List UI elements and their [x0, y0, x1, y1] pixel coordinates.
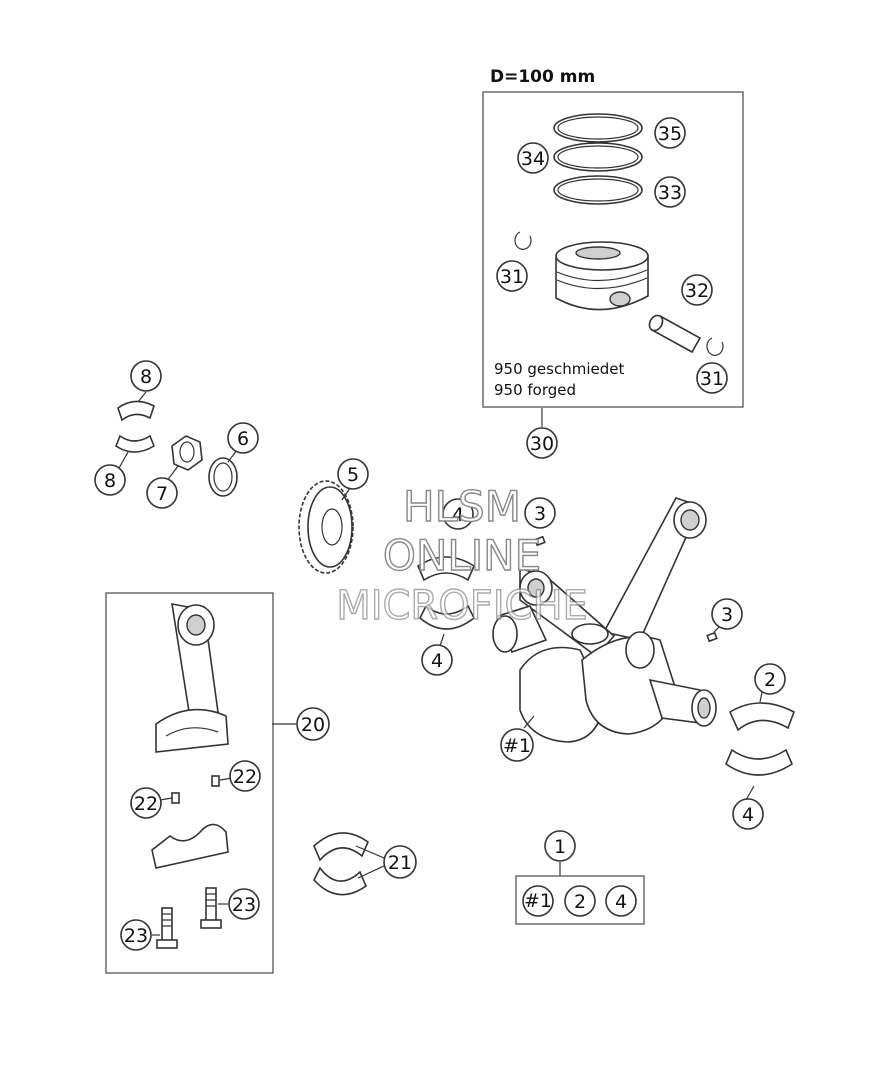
kit-item-4: 4: [605, 885, 637, 917]
conrod-bearing-cap: [151, 823, 229, 869]
callout-4-upper: 4: [442, 498, 474, 530]
callout-31-right: 31: [696, 362, 728, 394]
conrod-group-frame: [105, 592, 274, 974]
main-bearing-shell-right-lower: [725, 748, 794, 776]
callout-8-lower: 8: [94, 464, 126, 496]
kit-item-2: 2: [564, 885, 596, 917]
callout-22-left: 22: [130, 787, 162, 819]
svg-text:4: 4: [431, 650, 443, 672]
callout-4-right: 4: [732, 798, 764, 830]
svg-text:3: 3: [534, 503, 546, 525]
piston: [555, 241, 649, 311]
callout-8-upper: 8: [130, 360, 162, 392]
svg-text:4: 4: [615, 891, 627, 913]
svg-text:30: 30: [530, 433, 554, 455]
bearing-shell-upper: [117, 400, 155, 422]
callout-6: 6: [227, 422, 259, 454]
svg-text:2: 2: [764, 669, 776, 691]
circlip-left: [514, 231, 532, 250]
svg-text:23: 23: [232, 894, 256, 916]
crankshaft-assembly: [492, 497, 717, 743]
svg-text:35: 35: [658, 123, 682, 145]
callout-30: 30: [526, 427, 558, 459]
kit-item-crankshaft: #1: [522, 885, 554, 917]
kit-frame: [515, 875, 645, 925]
piston-group-frame: [482, 91, 744, 408]
washer: [208, 457, 238, 497]
main-bearing-shell-upper: [416, 556, 476, 582]
callout-22-right: 22: [229, 760, 261, 792]
main-bearing-shell-right-upper: [728, 702, 795, 732]
svg-text:8: 8: [140, 366, 152, 388]
callout-1: 1: [544, 830, 576, 862]
watermark-line-2: ONLINE: [383, 531, 541, 580]
callout-21: 21: [383, 845, 417, 879]
conrod-bolt-right: [200, 887, 222, 929]
dowel-pin-upper: [534, 535, 546, 547]
callout-2: 2: [754, 663, 786, 695]
callout-4-middle: 4: [421, 644, 453, 676]
svg-text:6: 6: [237, 428, 249, 450]
callout-20: 20: [296, 707, 330, 741]
callout-23-right: 23: [228, 888, 260, 920]
svg-text:1: 1: [554, 836, 566, 858]
callout-33: 33: [654, 176, 686, 208]
svg-text:4: 4: [742, 804, 754, 826]
dowel-sleeve-left: [171, 792, 180, 804]
callout-crankshaft: #1: [500, 728, 534, 762]
svg-text:31: 31: [700, 368, 724, 390]
callout-31-left: 31: [496, 260, 528, 292]
svg-text:34: 34: [521, 148, 545, 170]
svg-text:22: 22: [233, 766, 257, 788]
svg-text:33: 33: [658, 182, 682, 204]
bore-diameter-label: D=100 mm: [490, 67, 595, 87]
watermark-line-1: HLSM: [403, 482, 521, 531]
callout-3-right: 3: [711, 598, 743, 630]
circlip-right: [706, 337, 724, 356]
main-bearing-shell-lower: [419, 604, 476, 630]
svg-text:23: 23: [124, 925, 148, 947]
svg-text:#1: #1: [503, 735, 531, 757]
bearing-shell-lower: [115, 434, 155, 453]
conrod-bearing-shell-upper: [313, 832, 369, 862]
dowel-sleeve-right: [211, 775, 220, 787]
svg-text:8: 8: [104, 470, 116, 492]
conrod-bearing-shell-lower: [313, 866, 367, 896]
svg-text:32: 32: [685, 280, 709, 302]
svg-text:4: 4: [452, 504, 464, 526]
callout-5: 5: [337, 458, 369, 490]
callout-34: 34: [517, 142, 549, 174]
piston-note-german: 950 geschmiedet: [494, 360, 624, 378]
piston-note-english: 950 forged: [494, 381, 576, 399]
dowel-pin-right: [706, 631, 718, 643]
piston-rings: [553, 113, 643, 205]
svg-text:31: 31: [500, 266, 524, 288]
svg-text:5: 5: [347, 464, 359, 486]
callout-23-left: 23: [120, 919, 152, 951]
watermark: HLSM ONLINE MICROFICHE: [335, 481, 588, 629]
watermark-line-3: MICROFICHE: [336, 583, 588, 629]
callout-32: 32: [681, 274, 713, 306]
piston-pin: [648, 314, 702, 354]
nut: [171, 435, 203, 471]
svg-text:3: 3: [721, 604, 733, 626]
connecting-rod: [155, 603, 229, 753]
callout-7: 7: [146, 477, 178, 509]
svg-text:22: 22: [134, 793, 158, 815]
callout-3-upper: 3: [524, 497, 556, 529]
svg-text:21: 21: [388, 852, 412, 874]
gear: [298, 480, 354, 574]
conrod-bolt-left: [156, 907, 178, 949]
callout-35: 35: [654, 117, 686, 149]
svg-text:20: 20: [301, 714, 325, 736]
svg-text:7: 7: [156, 483, 168, 505]
svg-text:2: 2: [574, 891, 586, 913]
svg-text:#1: #1: [524, 890, 552, 912]
